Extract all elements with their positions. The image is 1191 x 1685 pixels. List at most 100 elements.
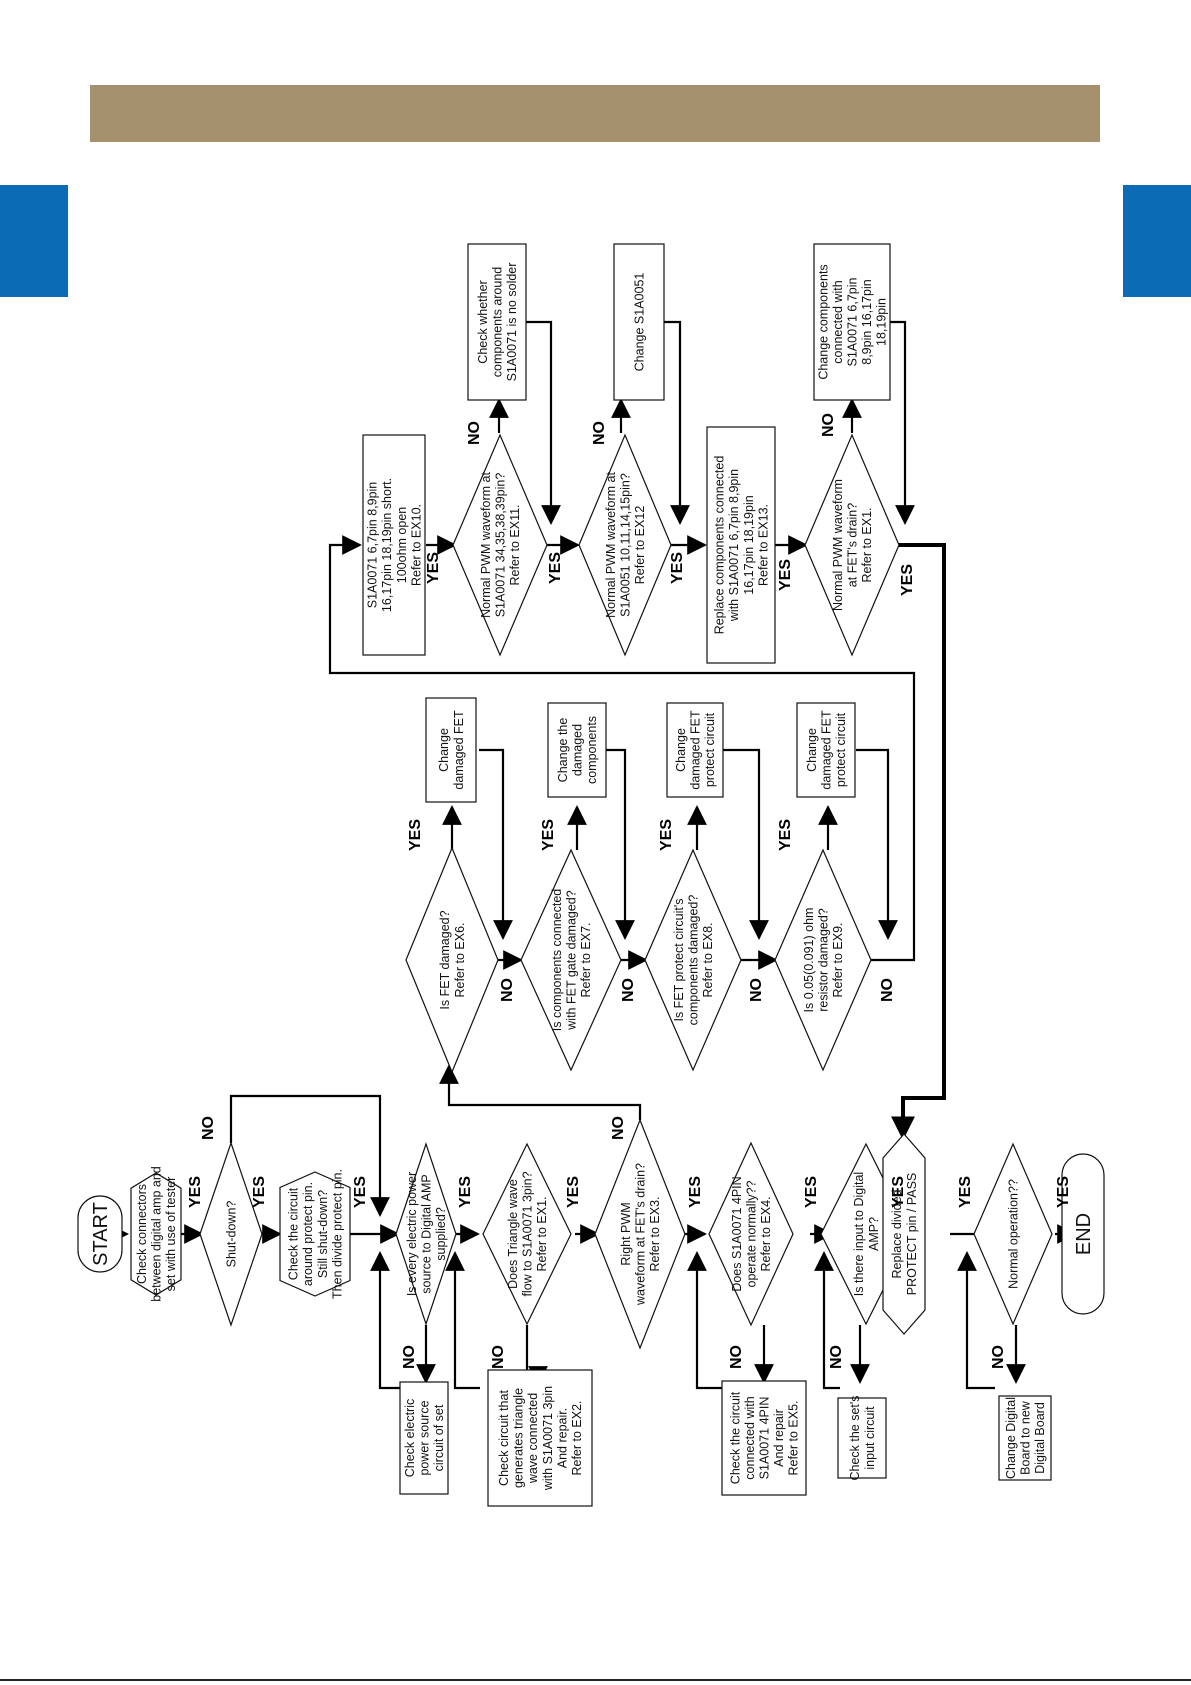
node-n1-shape [130,1172,182,1296]
node-text-line: 16,17pin 18,19pin short. [380,478,394,612]
node-text-line: Refer to EX8. [701,922,715,997]
edge-label-yes: YES [890,1176,907,1208]
node-b1: Check electricpower sourcecircuit of set [399,1381,449,1495]
edge-label-no: NO [828,1345,845,1369]
node-text-line: source to Digital AMP [420,1174,434,1294]
node-end-text: END [1073,1213,1095,1255]
node-b1-shape [399,1381,449,1495]
node-m4-text: Is 0.05(0.091) ohmresistor damaged?Refer… [802,908,845,1013]
node-u1-text: Check whethercomponents aroundS1A0071 is… [476,263,519,382]
node-t2: Normal PWM waveform atS1A0071 34,35,38,3… [452,433,548,657]
node-m3-text: Is FET protect circuit'scomponents damag… [672,895,715,1026]
node-n7-text: Does S1A0071 4PINoperate normally??Refer… [730,1176,773,1291]
node-text-line: Is every electric power [405,1172,419,1296]
node-text-line: Check the circuit [729,1391,743,1484]
edge-label-yes: YES [187,1176,204,1208]
node-text-line: Board to new [1019,1400,1033,1475]
edge-label-yes: YES [457,1176,474,1208]
node-text-line: Refer to EX2. [570,1400,584,1475]
edge-label-yes: YES [1055,1176,1072,1208]
edge-label-no: NO [620,978,637,1002]
node-t4: Replace components connectedwith S1A0071… [706,426,776,664]
node-text-line: S1A0071 4PIN [758,1397,772,1480]
node-t1-text: S1A0071 6,7pin 8,9pin16,17pin 18,19pin s… [366,478,424,612]
node-n6: Right PWMwaveform at FET's drain?Refer t… [594,1118,686,1350]
node-text-line: Refer to EX5. [787,1400,801,1475]
node-n4: Is every electric powersource to Digital… [395,1142,457,1326]
node-c2: Change thedamagedcomponents [547,702,607,798]
node-text-line: 16,17pin 18,19pin [742,495,756,594]
node-text-line: START [90,1202,112,1266]
node-text-line: wave connected [526,1393,540,1484]
node-text-line: Refer to EX1. [860,507,874,582]
node-t1-shape [362,434,426,656]
node-text-line: Still shut-down? [316,1190,330,1278]
node-start: START [77,1195,123,1273]
node-text-line: Change components [817,264,831,379]
node-text-line: Change [674,728,688,772]
edge-label-no: NO [200,1116,217,1140]
node-text-line: between digital amp and [150,1166,164,1302]
node-n9-text: Replace dividedPROTECT pin / PASS [890,1173,919,1296]
node-text-line: S1A0051 10,11,14,15pin? [619,473,633,617]
node-text-line: Check connectors [135,1184,149,1284]
node-m2: Is components connectedwith FET gate dam… [520,848,622,1072]
node-u2: Change S1A0051 [613,243,665,401]
node-n7: Does S1A0071 4PINoperate normally??Refer… [708,1141,794,1327]
node-n3: Check the circuitaround protect pin.Stil… [279,1169,351,1299]
node-text-line: Check electric [403,1399,417,1478]
node-c4-shape [796,702,856,798]
node-u2-text: Change S1A0051 [633,273,647,372]
node-text-line: protect circuit [834,712,848,787]
node-n9-shape [882,1133,926,1335]
node-text-line: S1A0071 6,7pin 8,9pin [366,482,380,609]
node-text-line: 18,19pin [875,298,889,346]
node-text-line: Normal operation?? [1007,1179,1021,1289]
edge-label-no: NO [490,1345,507,1369]
node-text-line: components around [491,267,505,378]
node-n4-shape [395,1142,457,1326]
edge-label-yes: YES [540,819,557,851]
node-n5-shape [482,1142,572,1326]
node-text-line: Refer to EX1. [535,1196,549,1271]
node-end: END [1061,1153,1105,1315]
node-c1: Changedamaged FET [425,697,477,803]
edge-label-yes: YES [669,552,686,584]
edge-label-no: NO [499,978,516,1002]
edge-label-no: NO [401,1345,418,1369]
node-text-line: with S1A0071 3pin [541,1386,555,1491]
node-text-line: Refer to EX10. [409,504,423,586]
node-text-line: circuit of set [432,1404,446,1471]
node-m3-shape [644,848,742,1072]
node-text-line: Right PWM [619,1202,633,1265]
node-b5: Change DigitalBoard to newDigital Board [998,1395,1052,1481]
node-b3-text: Check the circuitconnected withS1A0071 4… [729,1391,801,1484]
node-text-line: Change Digital [1004,1397,1018,1479]
node-text-line: Check whether [476,280,490,363]
edge-label-yes: YES [565,1176,582,1208]
node-text-line: Normal PWM waveform [831,479,845,611]
node-text-line: Change [437,728,451,772]
node-text-line: connected with [743,1396,757,1479]
node-t4-shape [706,426,776,664]
edge-label-yes: YES [803,1176,820,1208]
node-text-line: PROTECT pin / PASS [905,1173,919,1296]
node-text-line: Change S1A0051 [633,273,647,372]
node-b3: Check the circuitconnected withS1A0071 4… [721,1380,807,1496]
node-u3: Change componentsconnected withS1A0071 6… [813,243,891,401]
edge-label-yes: YES [425,552,442,584]
node-text-line: Then divide protect pin. [330,1169,344,1299]
node-text-line: And repair [772,1409,786,1467]
node-t3: Normal PWM waveform atS1A0051 10,11,14,1… [578,433,672,657]
node-text-line: Normal PWM waveform at [604,472,618,618]
node-n10-shape [973,1142,1053,1326]
edge-label-yes: YES [547,552,564,584]
edge-label-no: NO [466,421,483,445]
node-c4: Changedamaged FETprotect circuit [796,702,856,798]
node-m1: Is FET damaged?Refer to EX6. [405,846,499,1074]
node-text-line: generates triangle [512,1388,526,1488]
node-text-line: input circuit [863,1406,877,1470]
node-c1-text: Changedamaged FET [437,710,466,790]
node-text-line: END [1073,1213,1095,1255]
node-n2: Shut-down? [199,1141,263,1327]
